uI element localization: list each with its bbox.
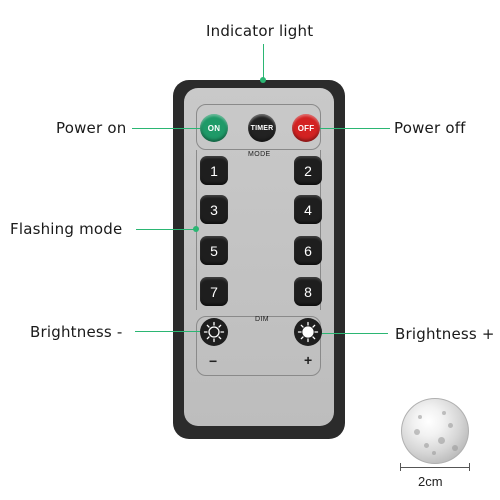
bulb-bubble	[432, 451, 436, 455]
mode-key-1[interactable]: 1	[200, 156, 228, 185]
bulb-bubble	[414, 429, 420, 435]
brightness-down-leader-line	[135, 331, 213, 332]
bulb-bubble	[418, 415, 422, 419]
mode-key-5[interactable]: 5	[200, 236, 228, 265]
bulb-bubble	[424, 443, 429, 448]
power-on-label: Power on	[56, 119, 127, 137]
timer-button[interactable]: TIMER	[248, 114, 276, 142]
mode-key-7[interactable]: 7	[200, 277, 228, 306]
plus-sign: +	[304, 352, 313, 368]
dim-panel	[196, 316, 321, 376]
brightness-down-label: Brightness -	[30, 323, 123, 341]
mode-key-4[interactable]: 4	[294, 195, 322, 224]
brightness-up-label: Brightness +	[395, 325, 495, 343]
power-button-panel	[196, 104, 321, 150]
scale-tick-right	[469, 463, 470, 471]
flashing-leader-line	[136, 229, 196, 230]
indicator-light-label: Indicator light	[206, 22, 314, 40]
flashing-mode-label: Flashing mode	[10, 220, 123, 238]
brightness-down-button[interactable]	[200, 318, 228, 346]
brightness-up-button[interactable]	[294, 318, 322, 346]
minus-sign: −	[209, 353, 218, 369]
power-on-button[interactable]: ON	[200, 114, 228, 142]
indicator-leader-dot	[260, 77, 266, 83]
bulb-bubble	[442, 411, 446, 415]
mode-key-6[interactable]: 6	[294, 236, 322, 265]
bulb-image	[401, 398, 469, 464]
power-off-label: Power off	[394, 119, 466, 137]
scale-label: 2cm	[418, 474, 443, 489]
bulb-bubble	[452, 445, 458, 451]
scale-bar	[400, 467, 470, 468]
power-on-leader-line	[132, 128, 212, 129]
mode-label: MODE	[248, 151, 271, 158]
brightness-up-leader-line	[307, 333, 388, 334]
indicator-leader-line	[263, 44, 264, 80]
dim-label: DIM	[255, 316, 270, 323]
mode-key-3[interactable]: 3	[200, 195, 228, 224]
power-off-leader-line	[305, 128, 390, 129]
power-off-button[interactable]: OFF	[292, 114, 320, 142]
scale-tick-left	[400, 463, 401, 471]
mode-key-8[interactable]: 8	[294, 277, 322, 306]
mode-key-2[interactable]: 2	[294, 156, 322, 185]
sun-icon	[203, 321, 225, 343]
flashing-leader-dot	[193, 226, 199, 232]
bulb-bubble	[448, 423, 453, 428]
bulb-bubble	[438, 437, 445, 444]
sun-icon	[297, 321, 319, 343]
